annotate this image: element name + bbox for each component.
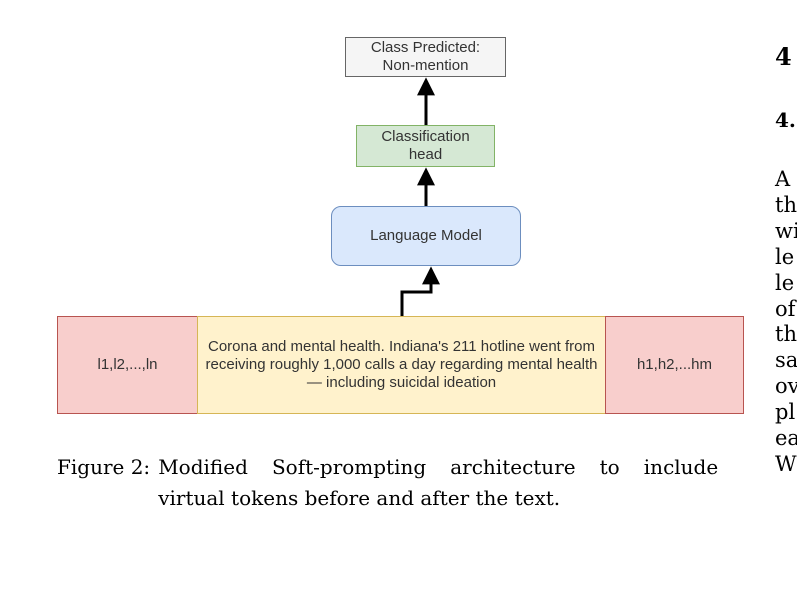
right-column-line: le — [775, 244, 795, 269]
class-predicted-box: Class Predicted: Non-mention — [345, 37, 506, 77]
prefix-tokens-label: l1,l2,...,ln — [97, 356, 158, 373]
right-column-line: le — [775, 270, 795, 295]
right-column-line: th — [775, 192, 797, 217]
right-column-line: pl — [775, 400, 796, 425]
arrow-text-to-model — [400, 266, 440, 316]
class-predicted-label: Class Predicted: Non-mention — [371, 39, 480, 75]
right-column-line: wi — [775, 218, 797, 243]
classification-head-line2: head — [408, 146, 443, 163]
right-column-line: of — [775, 296, 796, 321]
suffix-tokens-label: h1,h2,...hm — [636, 356, 713, 373]
subsection-number: 4. — [775, 108, 796, 132]
class-predicted-line2: Non-mention — [382, 57, 469, 74]
right-column-line: A — [775, 167, 791, 191]
right-column-line: ov — [775, 374, 797, 399]
section-number: 4 — [775, 42, 792, 71]
right-column-line: th — [775, 322, 797, 347]
language-model-box: Language Model — [331, 206, 521, 266]
right-column-line: ea — [775, 426, 797, 450]
suffix-virtual-tokens-box: h1,h2,...hm — [605, 316, 744, 414]
input-text-box: Corona and mental health. Indiana's 211 … — [197, 316, 606, 414]
right-column-line: sa — [775, 348, 797, 373]
classification-head-line1: Classification — [381, 128, 470, 145]
language-model-label: Language Model — [370, 227, 482, 244]
caption-text: Modified Soft-prompting architecture to … — [158, 455, 719, 510]
figure-caption: Figure 2: Modified Soft-prompting archit… — [57, 452, 749, 514]
class-predicted-line1: Class Predicted: — [370, 39, 481, 56]
caption-label: Figure 2: — [57, 455, 151, 479]
classification-head-label: Classification head — [381, 128, 469, 164]
right-column-line: W — [775, 451, 797, 476]
input-text-label: Corona and mental health. Indiana's 211 … — [205, 338, 598, 391]
prefix-virtual-tokens-box: l1,l2,...,ln — [57, 316, 198, 414]
classification-head-box: Classification head — [356, 125, 495, 167]
